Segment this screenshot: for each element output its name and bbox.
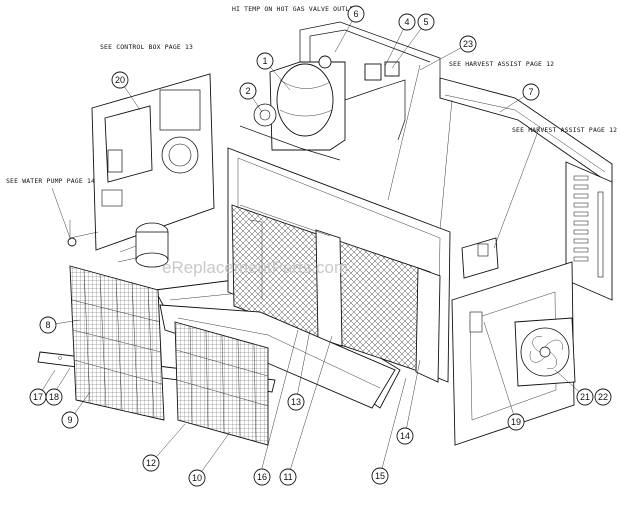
callout-19: 19 — [507, 413, 525, 431]
callout-5: 5 — [417, 13, 435, 31]
callout-15: 15 — [371, 467, 389, 485]
vent-slot — [573, 175, 589, 181]
svg-text:17: 17 — [33, 392, 43, 402]
svg-text:8: 8 — [45, 320, 50, 330]
vent-slot — [573, 238, 589, 244]
callout-20: 20 — [111, 71, 129, 89]
svg-text:13: 13 — [291, 397, 301, 407]
water-trough — [159, 304, 396, 409]
note-harvest-assist-lower: SEE HARVEST ASSIST PAGE 12 — [512, 126, 617, 134]
callout-9: 9 — [61, 411, 79, 429]
vent-slot — [573, 220, 589, 226]
svg-text:11: 11 — [283, 472, 292, 482]
svg-text:21: 21 — [580, 392, 590, 402]
vent-slot — [573, 256, 589, 262]
note-harvest-assist-upper: SEE HARVEST ASSIST PAGE 12 — [449, 60, 554, 68]
right-side-panel — [565, 161, 613, 301]
water-pump — [67, 222, 169, 268]
svg-text:1: 1 — [262, 56, 267, 66]
callout-17: 17 — [29, 388, 47, 406]
callout-11: 11 — [279, 468, 297, 486]
watermark: eReplacementParts.com — [162, 258, 348, 277]
callout-13: 13 — [287, 393, 305, 411]
callout-group: 1 2 4 5 6 7 8 9 10 11 12 13 14 15 16 17 … — [29, 5, 612, 487]
rear-panel — [451, 261, 575, 446]
svg-text:23: 23 — [463, 39, 473, 49]
svg-text:12: 12 — [146, 458, 156, 468]
callout-10: 10 — [188, 469, 206, 487]
vent-slot — [573, 193, 589, 199]
callout-18: 18 — [45, 388, 63, 406]
svg-text:20: 20 — [115, 75, 125, 85]
svg-text:2: 2 — [245, 86, 250, 96]
evaporator-plate — [231, 204, 441, 383]
callout-2: 2 — [239, 82, 257, 100]
callout-8: 8 — [39, 316, 57, 334]
callout-22: 22 — [594, 388, 612, 406]
svg-text:4: 4 — [404, 17, 409, 27]
callout-21: 21 — [576, 388, 594, 406]
callout-6: 6 — [347, 5, 365, 23]
note-water-pump: SEE WATER PUMP PAGE 14 — [6, 177, 95, 185]
svg-text:5: 5 — [423, 17, 428, 27]
notes: HI TEMP ON HOT GAS VALVE OUTLET SEE CONT… — [6, 5, 617, 185]
callout-16: 16 — [253, 468, 271, 486]
water-curtain-right — [174, 321, 269, 446]
left-side-panel — [91, 73, 215, 251]
svg-text:7: 7 — [528, 87, 533, 97]
svg-text:16: 16 — [257, 472, 267, 482]
vent-slot — [573, 184, 589, 190]
svg-text:14: 14 — [400, 431, 410, 441]
svg-text:19: 19 — [511, 417, 521, 427]
svg-text:6: 6 — [353, 9, 358, 19]
vent-slot — [573, 211, 589, 217]
vent-slot — [573, 229, 589, 235]
svg-text:22: 22 — [598, 392, 608, 402]
svg-text:15: 15 — [375, 471, 385, 481]
callout-4: 4 — [398, 13, 416, 31]
compressor — [253, 61, 346, 151]
svg-text:10: 10 — [192, 473, 202, 483]
note-control-box: SEE CONTROL BOX PAGE 13 — [100, 43, 193, 51]
callout-1: 1 — [256, 52, 274, 70]
svg-text:9: 9 — [67, 415, 72, 425]
vent-slot — [573, 202, 589, 208]
refrigerant-tubing — [239, 21, 441, 161]
callout-12: 12 — [142, 454, 160, 472]
callout-23: 23 — [459, 35, 477, 53]
svg-text:18: 18 — [49, 392, 59, 402]
note-hot-gas-valve: HI TEMP ON HOT GAS VALVE OUTLET — [232, 5, 357, 13]
callout-7: 7 — [522, 83, 540, 101]
water-curtain-left — [69, 265, 165, 421]
vent-slot — [573, 247, 589, 253]
harvest-assist-bracket — [461, 237, 499, 279]
callout-14: 14 — [396, 427, 414, 445]
condenser-fan-assembly — [514, 317, 576, 387]
